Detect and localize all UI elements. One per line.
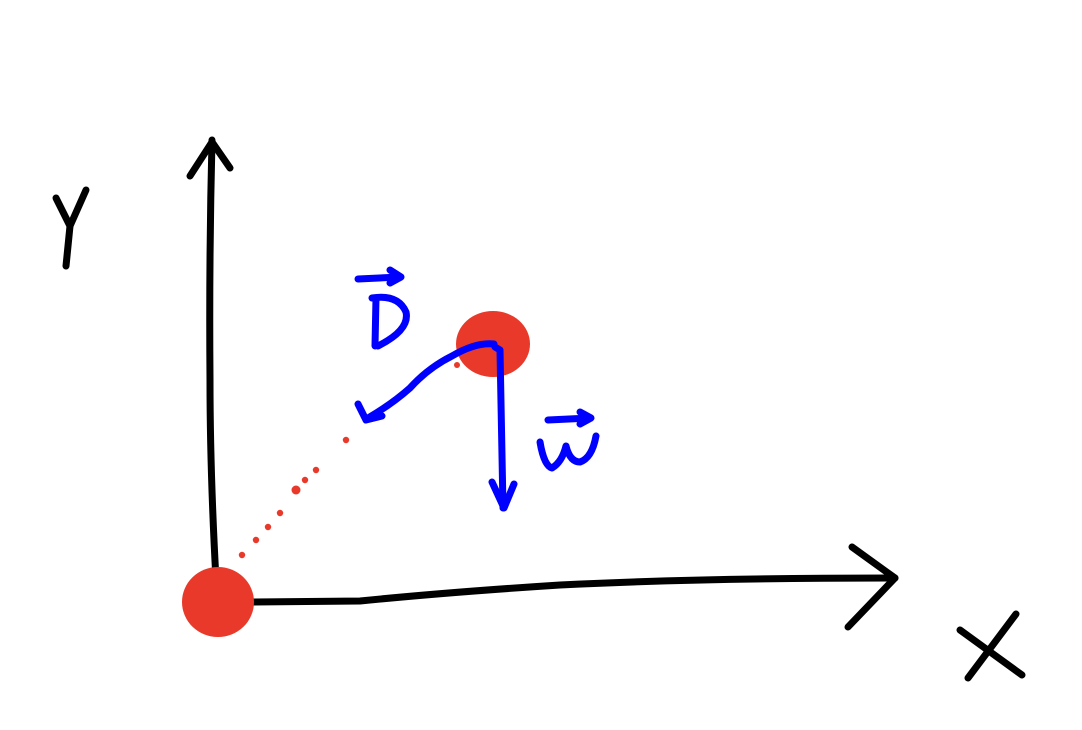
pivot-mass [182,567,254,637]
y-axis-arrowhead [186,138,234,180]
y-axis [186,136,234,584]
vector-d-arrow [354,340,498,424]
x-axis-label: X [956,610,1026,682]
x-axis-arrowhead [844,543,899,631]
vector-w-arrowhead [488,478,518,512]
vector-d-overarrow [354,266,405,287]
vector-w-arrow [488,343,518,512]
pendulum-string-dotted [238,362,460,559]
vector-d-arrowhead [354,400,386,424]
y-axis-label: Y [52,186,90,270]
vector-d-label: D [354,266,410,350]
vector-w-overarrow [544,408,595,428]
vector-w-label: w [536,408,600,472]
x-axis [246,543,899,631]
